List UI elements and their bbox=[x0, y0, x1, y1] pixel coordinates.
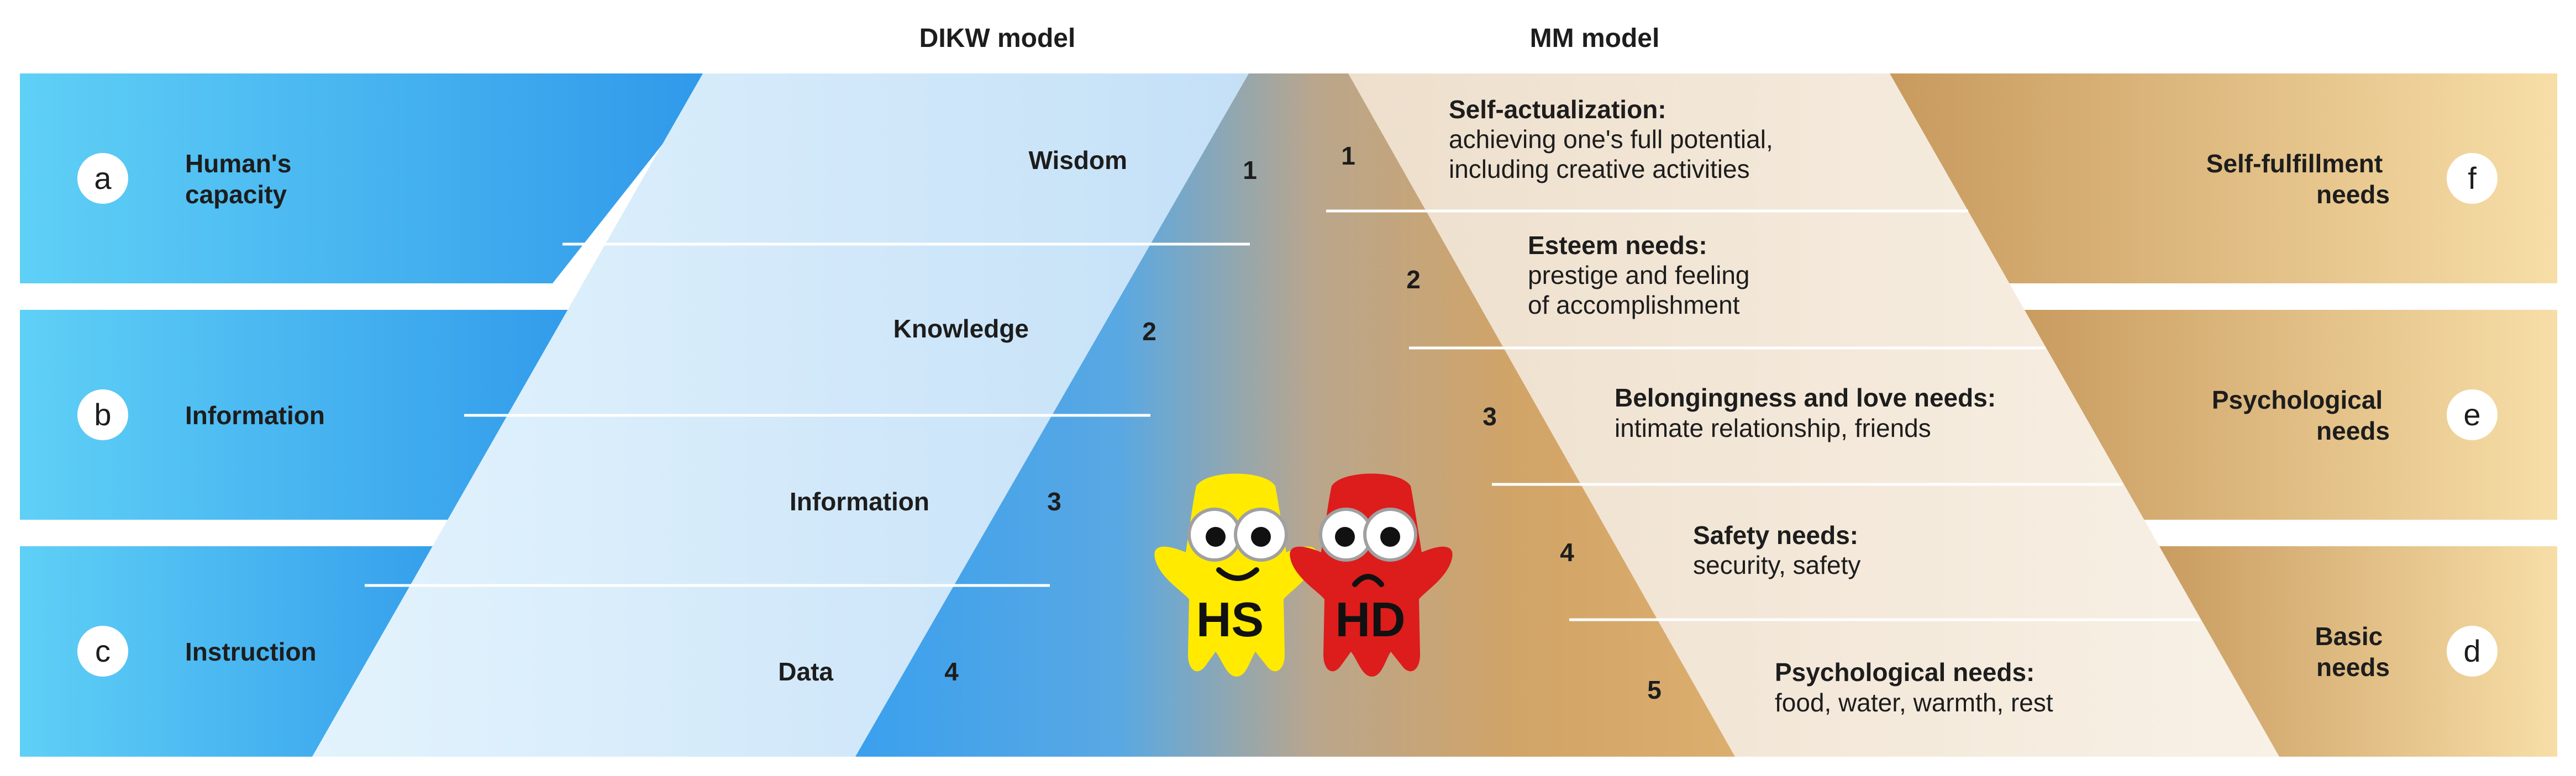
letter-e: e bbox=[2463, 397, 2480, 432]
left-label-a-line2: capacity bbox=[185, 180, 287, 209]
dikw-header: DIKW model bbox=[919, 24, 1076, 53]
mm-level-1-number: 1 bbox=[1341, 141, 1355, 170]
right-band-d bbox=[2149, 546, 2557, 757]
mm-level-2-desc-line2: of accomplishment bbox=[1528, 291, 1740, 319]
letter-circle-b bbox=[77, 389, 128, 440]
hs-label: HS bbox=[1196, 592, 1264, 647]
center-triangle bbox=[855, 73, 1735, 757]
left-bands bbox=[20, 73, 718, 757]
left-band-a bbox=[20, 73, 718, 283]
mm-level-1-title: Self-actualization: bbox=[1449, 95, 1666, 124]
letter-circle-c bbox=[77, 626, 128, 677]
letter-d: d bbox=[2463, 634, 2480, 668]
dikw-dividers bbox=[365, 242, 1250, 587]
mm-level-5-number: 5 bbox=[1647, 675, 1662, 704]
dikw-level-3-number: 3 bbox=[1047, 487, 1061, 516]
hs-eye-right bbox=[1234, 508, 1288, 562]
mm-level-1-desc-line2: including creative activities bbox=[1449, 155, 1750, 183]
mm-level-3-title: Belongingness and love needs: bbox=[1615, 383, 1996, 412]
mm-level-1-desc-line1: achieving one's full potential, bbox=[1449, 125, 1773, 154]
right-label-e-line2: needs bbox=[2316, 416, 2390, 445]
right-label-e-line1: Psychological bbox=[2212, 386, 2383, 414]
mm-level-5-title: Psychological needs: bbox=[1775, 658, 2034, 687]
hs-smile bbox=[1216, 567, 1259, 581]
mm-header: MM model bbox=[1530, 24, 1660, 53]
character-hs: HS bbox=[1154, 473, 1317, 677]
mm-level-4-desc: security, safety bbox=[1693, 551, 1860, 579]
right-bands bbox=[1890, 73, 2557, 757]
left-label-a-line1: Human's bbox=[185, 149, 291, 178]
left-label-a: Human's capacity bbox=[185, 149, 298, 209]
mm-level-3-number: 3 bbox=[1482, 402, 1497, 431]
dikw-level-3-name: Information bbox=[790, 487, 929, 516]
right-band-f bbox=[1890, 73, 2557, 283]
right-label-d-line1: Basic bbox=[2315, 622, 2383, 651]
right-label-e: Psychological needs bbox=[2212, 386, 2390, 445]
left-band-labels: a Human's capacity b Information c Instr… bbox=[77, 149, 325, 677]
mm-light-trapezoid bbox=[1348, 73, 2279, 757]
mm-dividers bbox=[1326, 209, 2200, 621]
dikw-levels: Wisdom 1 Knowledge 2 Information 3 Data … bbox=[778, 146, 1257, 686]
mm-level-4-number: 4 bbox=[1560, 538, 1574, 567]
mm-level-4-title: Safety needs: bbox=[1693, 521, 1858, 550]
right-label-f-line2: needs bbox=[2316, 180, 2390, 209]
mm-levels: 1 Self-actualization: achieving one's fu… bbox=[1341, 95, 2053, 717]
dikw-level-2-name: Knowledge bbox=[893, 314, 1029, 343]
right-band-labels: Self-fulfillment needs f Psychological n… bbox=[2206, 149, 2498, 682]
character-hd: HD bbox=[1290, 473, 1453, 677]
letter-circle-d bbox=[2447, 626, 2498, 677]
dikw-level-4-number: 4 bbox=[944, 657, 959, 686]
right-label-d: Basic needs bbox=[2315, 622, 2390, 682]
dikw-level-2-number: 2 bbox=[1142, 317, 1156, 346]
hd-eye-right bbox=[1363, 508, 1417, 562]
mm-level-2-desc-line1: prestige and feeling bbox=[1528, 261, 1750, 289]
left-band-b bbox=[20, 310, 608, 520]
letter-circle-e bbox=[2447, 389, 2498, 440]
letter-b: b bbox=[94, 397, 111, 432]
letter-f: f bbox=[2468, 161, 2477, 196]
dikw-level-4-name: Data bbox=[778, 657, 833, 686]
left-label-c: Instruction bbox=[185, 637, 317, 666]
right-band-e bbox=[2011, 310, 2557, 520]
mm-level-5-desc: food, water, warmth, rest bbox=[1775, 688, 2053, 717]
mm-level-2-number: 2 bbox=[1406, 265, 1421, 294]
letter-circle-a bbox=[77, 153, 128, 204]
right-label-f: Self-fulfillment needs bbox=[2206, 149, 2390, 209]
mm-level-3-desc: intimate relationship, friends bbox=[1615, 414, 1931, 442]
letter-a: a bbox=[94, 161, 112, 196]
mm-level-2-title: Esteem needs: bbox=[1528, 231, 1707, 260]
right-label-d-line2: needs bbox=[2316, 653, 2390, 682]
left-label-b: Information bbox=[185, 401, 325, 430]
mm-level-2-desc: prestige and feeling of accomplishment bbox=[1528, 261, 1757, 319]
right-label-f-line1: Self-fulfillment bbox=[2206, 149, 2383, 178]
hd-label: HD bbox=[1335, 592, 1405, 647]
hd-frown bbox=[1352, 574, 1384, 587]
hs-eye-left bbox=[1187, 508, 1242, 562]
dikw-level-1-number: 1 bbox=[1243, 156, 1257, 184]
letter-circle-f bbox=[2447, 153, 2498, 204]
letter-c: c bbox=[95, 634, 111, 668]
dikw-level-1-name: Wisdom bbox=[1029, 146, 1127, 175]
mm-level-1-desc: achieving one's full potential, includin… bbox=[1449, 125, 1780, 183]
